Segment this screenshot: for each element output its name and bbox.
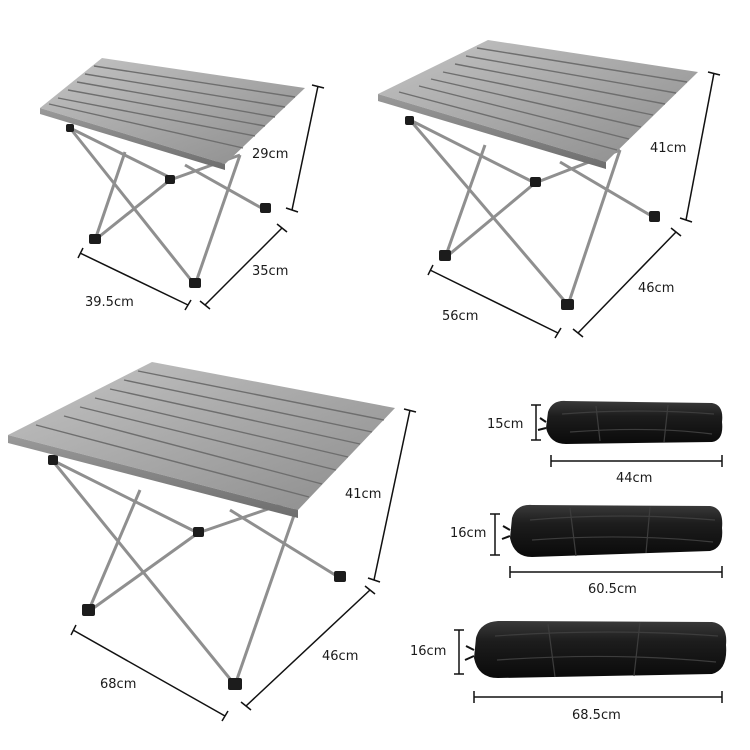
table-large-height-label: 41cm bbox=[345, 487, 381, 502]
table-small-width-label: 39.5cm bbox=[85, 295, 134, 310]
table-large-feet bbox=[48, 455, 346, 690]
table-small-top bbox=[40, 58, 305, 164]
bag-large-height-label: 16cm bbox=[410, 644, 446, 659]
table-large-frame bbox=[50, 458, 341, 686]
table-small-dimension-lines bbox=[77, 84, 325, 311]
bag-large-length-label: 68.5cm bbox=[572, 708, 621, 723]
table-medium-top-edge bbox=[378, 94, 606, 169]
table-medium-dimension-lines bbox=[427, 71, 721, 339]
table-medium: 41cm 56cm 46cm bbox=[378, 40, 721, 339]
table-small: 29cm 39.5cm 35cm bbox=[40, 58, 325, 311]
table-small-top-edge bbox=[40, 108, 225, 170]
table-small-slats bbox=[48, 65, 296, 149]
bag-medium-height-label: 16cm bbox=[450, 526, 486, 541]
table-large-width-label: 68cm bbox=[100, 677, 136, 692]
table-large-top-edge bbox=[8, 435, 298, 518]
table-small-depth-label: 35cm bbox=[252, 264, 288, 279]
table-medium-feet bbox=[405, 116, 660, 310]
table-small-height-label: 29cm bbox=[252, 147, 288, 162]
carry-bag-large: 16cm 68.5cm bbox=[410, 621, 727, 723]
table-medium-slats bbox=[398, 47, 688, 151]
table-large-dimension-lines bbox=[70, 408, 417, 722]
table-medium-height-label: 41cm bbox=[650, 141, 686, 156]
carry-bag-small: 15cm 44cm bbox=[487, 400, 723, 486]
bag-small-height-label: 15cm bbox=[487, 417, 523, 432]
table-large-slats bbox=[35, 370, 385, 498]
bag-medium-length-label: 60.5cm bbox=[588, 582, 637, 597]
table-medium-width-label: 56cm bbox=[442, 309, 478, 324]
table-large-top bbox=[8, 362, 395, 510]
bag-small-length-label: 44cm bbox=[616, 471, 652, 486]
table-small-feet bbox=[66, 124, 271, 288]
table-medium-depth-label: 46cm bbox=[638, 281, 674, 296]
table-large-depth-label: 46cm bbox=[322, 649, 358, 664]
carry-bag-medium: 16cm 60.5cm bbox=[450, 504, 723, 597]
table-large: 41cm 68cm 46cm bbox=[8, 362, 417, 722]
